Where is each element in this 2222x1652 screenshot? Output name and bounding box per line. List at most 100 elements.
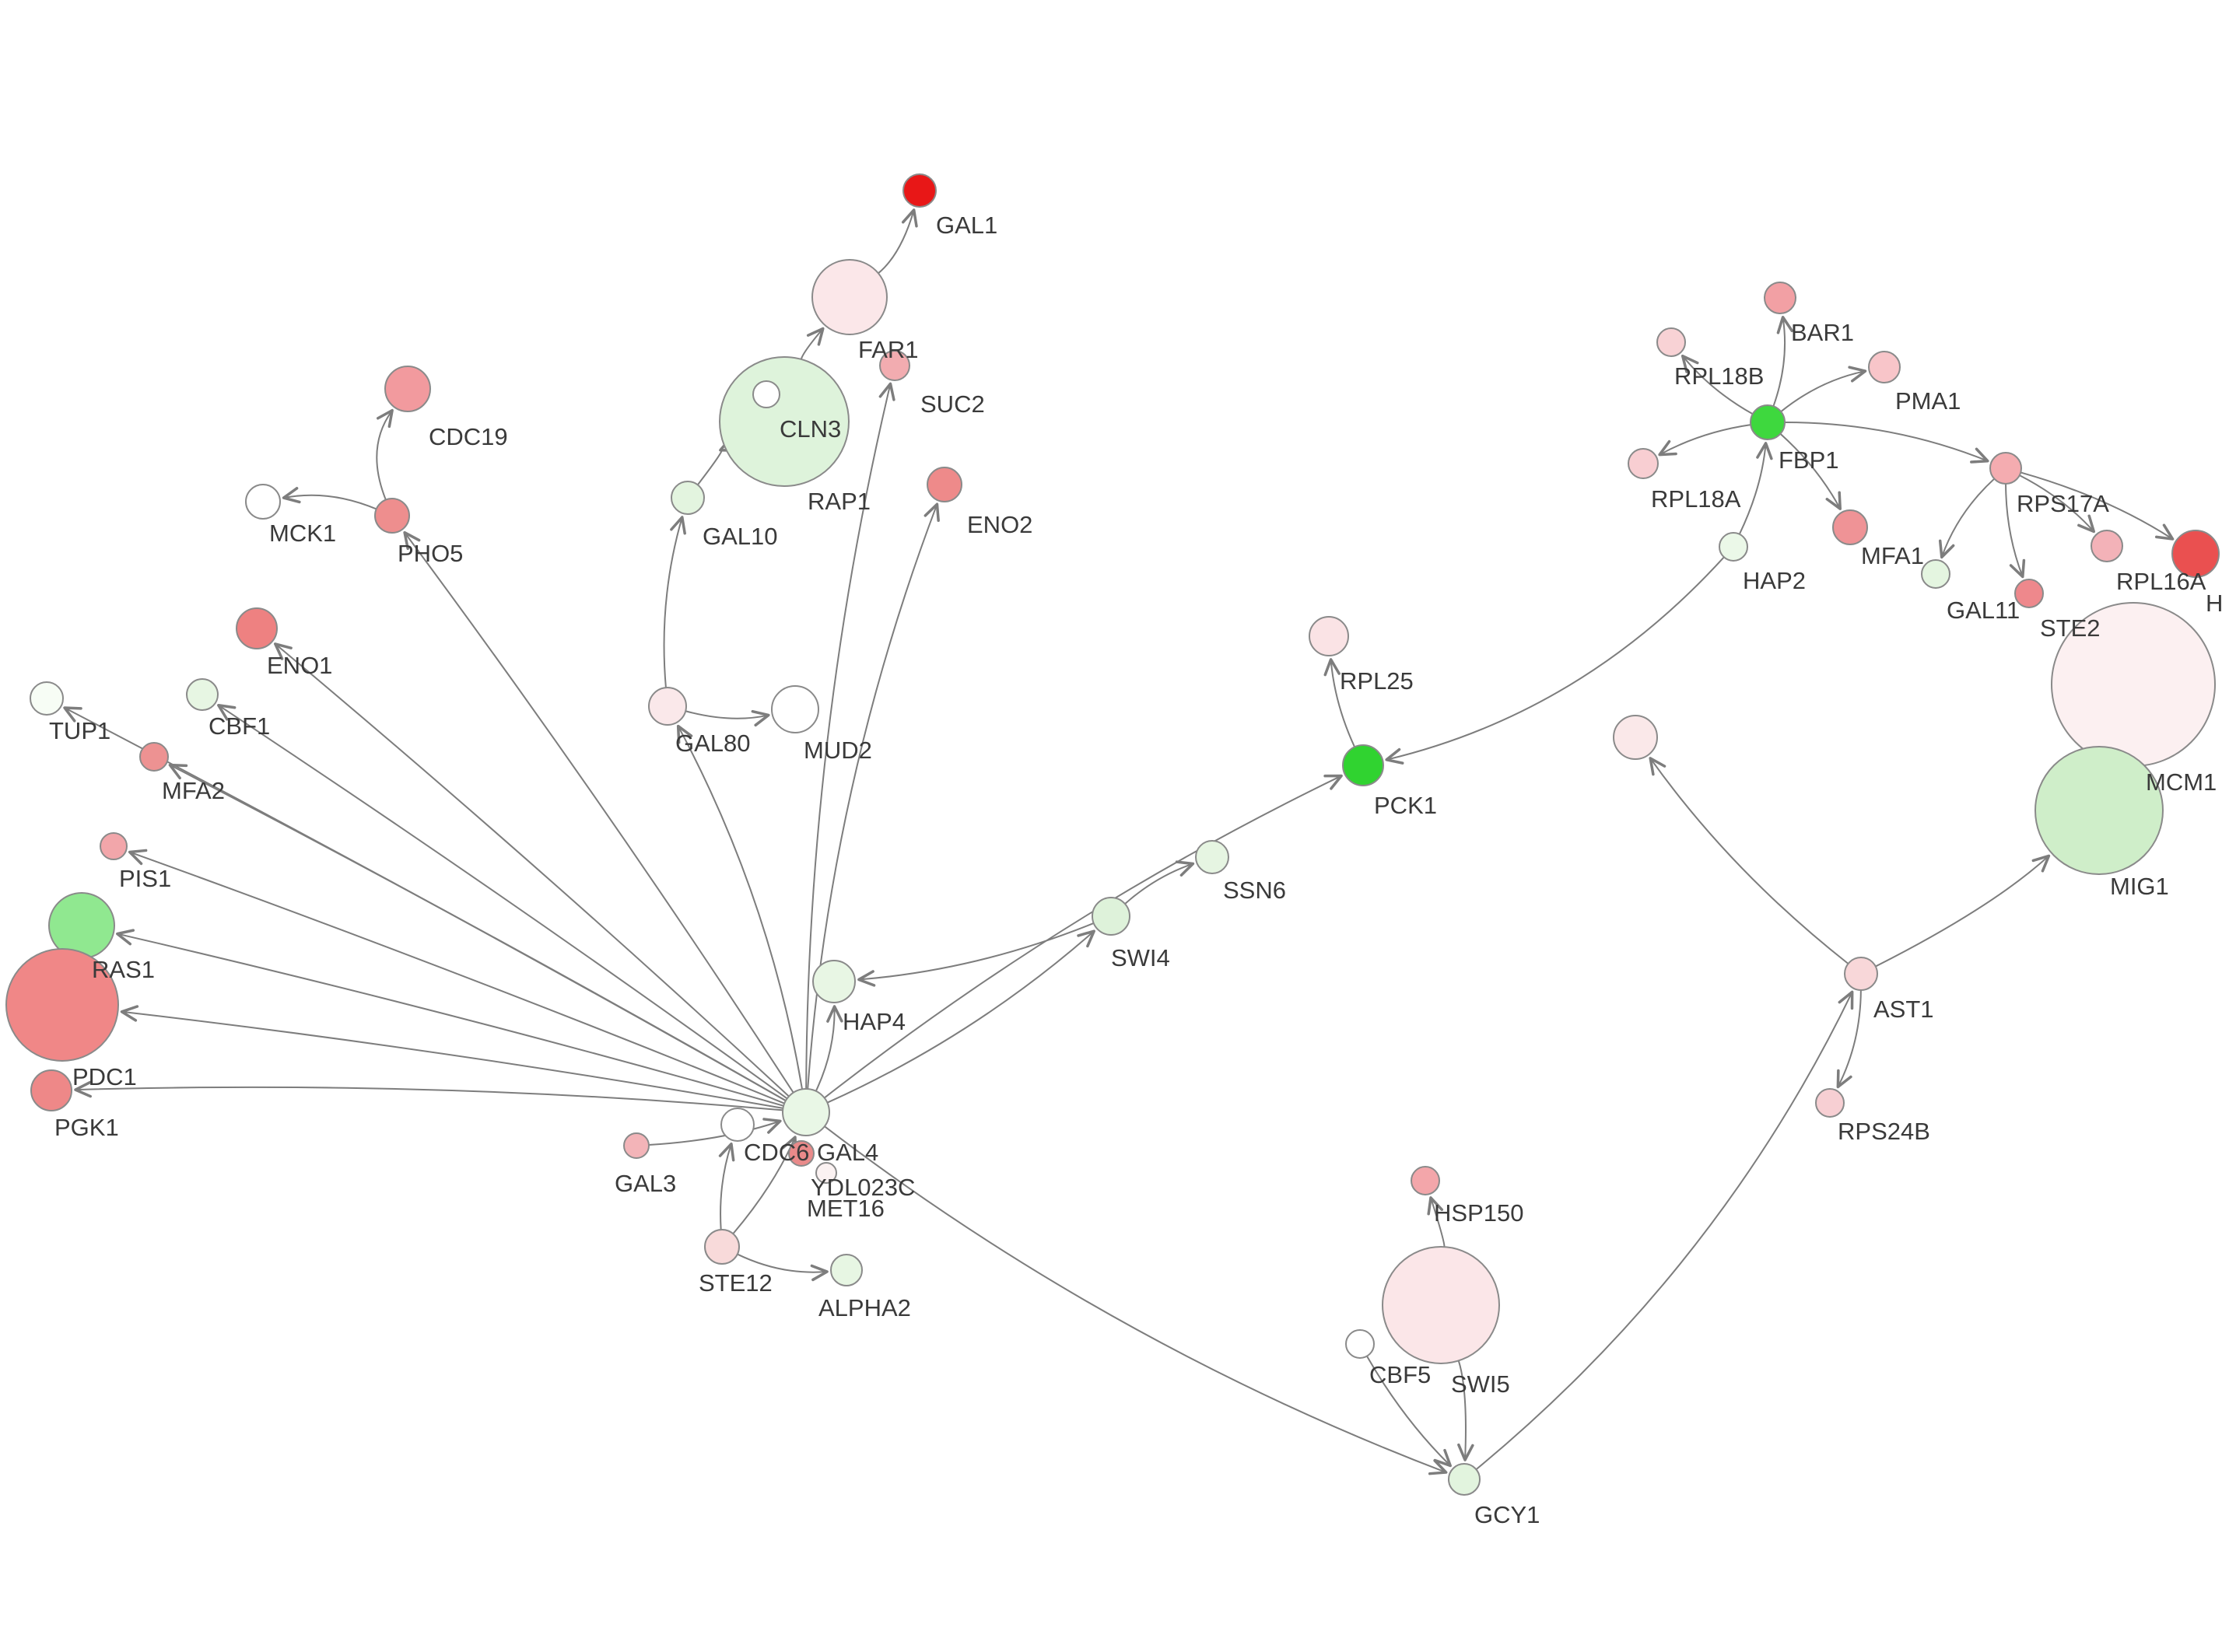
node-label-cdc19: CDC19 [429, 423, 508, 450]
edge-gal4-pis1[interactable] [128, 849, 785, 1104]
node-ste2[interactable] [2014, 579, 2044, 608]
node-tup1[interactable] [30, 681, 64, 716]
edge-gal4-mfa2[interactable] [168, 763, 787, 1101]
node-rap1[interactable] [752, 380, 780, 408]
edge-fbp1-rps17a[interactable] [1784, 422, 1989, 464]
node-suc2[interactable] [879, 350, 910, 381]
node-cdc19[interactable] [384, 366, 431, 412]
node-met16[interactable] [815, 1162, 837, 1184]
node-far1[interactable] [811, 259, 888, 335]
node-gal4[interactable] [782, 1088, 830, 1136]
edge-gal80-mud2[interactable] [685, 709, 770, 727]
edge-rps17a-ste2[interactable] [2005, 483, 2026, 579]
edge-fbp1-mfa1[interactable] [1779, 432, 1842, 510]
node-rpl25[interactable] [1309, 616, 1349, 656]
edge-hap2-pck1[interactable] [1385, 556, 1725, 765]
edge-gal3-gal4[interactable] [648, 1118, 782, 1146]
edge-ast1-rps24b[interactable] [1836, 989, 1862, 1089]
edge-swi5-hsp150[interactable] [1427, 1196, 1446, 1248]
node-his4[interactable] [2171, 530, 2220, 578]
edge-gal4-pgk1[interactable] [74, 1080, 783, 1111]
edge-gal4-ras1[interactable] [116, 929, 784, 1107]
node-bar1[interactable] [1764, 282, 1796, 314]
edge-rps17a-rpl16a[interactable] [2019, 474, 2096, 534]
edge-far1-gal1[interactable] [878, 208, 918, 275]
node-cbf5[interactable] [1345, 1329, 1375, 1359]
edge-gal4-eno1[interactable] [274, 642, 790, 1097]
edge-gal4-swi4[interactable] [826, 929, 1095, 1104]
node-pma1[interactable] [1868, 351, 1901, 383]
node-cbf1[interactable] [186, 678, 219, 711]
node-unlabeled[interactable] [1613, 715, 1658, 760]
edge-ste12-cdc6[interactable] [718, 1142, 735, 1230]
node-mfa1[interactable] [1832, 509, 1868, 545]
edge-gcy1-ast1[interactable] [1475, 990, 1854, 1471]
edge-ast1-mig1[interactable] [1875, 854, 2051, 968]
node-label-pdc1: PDC1 [72, 1063, 137, 1090]
node-ste12[interactable] [704, 1229, 740, 1265]
node-rpl18a[interactable] [1628, 448, 1659, 479]
edge-gal4-suc2[interactable] [805, 382, 895, 1090]
node-eno2[interactable] [927, 467, 962, 502]
node-alpha2[interactable] [830, 1254, 863, 1286]
edge-gal4-hap4[interactable] [815, 1005, 843, 1092]
node-swi4[interactable] [1092, 897, 1130, 936]
node-hap2[interactable] [1719, 532, 1748, 562]
node-cdc6[interactable] [720, 1108, 755, 1142]
edge-ast1-unlabeled[interactable] [1649, 757, 1849, 964]
edge-swi4-hap4[interactable] [857, 922, 1095, 987]
node-pis1[interactable] [100, 832, 128, 860]
edge-gal4-pdc1[interactable] [120, 1005, 783, 1109]
node-rps17a[interactable] [1989, 452, 2022, 485]
node-rps24b[interactable] [1815, 1088, 1845, 1118]
node-mig1[interactable] [2034, 746, 2164, 875]
edge-rps17a-his4[interactable] [2020, 471, 2175, 541]
edge-cln3-far1[interactable] [800, 327, 825, 360]
edge-gal4-eno2[interactable] [807, 502, 940, 1090]
node-ast1[interactable] [1844, 957, 1878, 991]
edge-hap2-fbp1[interactable] [1738, 442, 1773, 535]
edge-fbp1-pma1[interactable] [1780, 366, 1867, 412]
edge-rps17a-gal11[interactable] [1938, 478, 1995, 559]
edge-pho5-mck1[interactable] [282, 487, 377, 510]
node-cln3[interactable] [719, 356, 850, 487]
edge-fbp1-rpl18b[interactable] [1681, 354, 1754, 415]
node-hap4[interactable] [812, 960, 856, 1003]
node-swi5[interactable] [1382, 1246, 1500, 1364]
node-ydl023c[interactable] [788, 1140, 815, 1167]
edge-fbp1-rpl18a[interactable] [1658, 424, 1751, 457]
edge-gal4-cbf1[interactable] [217, 704, 788, 1100]
node-gal10[interactable] [671, 481, 705, 515]
node-gal80[interactable] [648, 687, 687, 726]
edge-gal10-cln3[interactable] [696, 436, 738, 485]
node-mck1[interactable] [245, 484, 281, 520]
edge-pck1-rpl25[interactable] [1323, 658, 1356, 747]
node-rpl16a[interactable] [2091, 530, 2123, 562]
edge-swi4-ssn6[interactable] [1124, 860, 1195, 905]
edge-cbf5-gcy1[interactable] [1366, 1356, 1452, 1468]
node-pdc1[interactable] [5, 948, 119, 1062]
node-mfa2[interactable] [139, 742, 169, 772]
node-pgk1[interactable] [30, 1069, 72, 1111]
edge-gal4-gal80[interactable] [676, 724, 804, 1090]
edge-gal80-gal10[interactable] [663, 516, 686, 688]
node-pho5[interactable] [374, 498, 410, 534]
edge-gal4-pho5[interactable] [403, 530, 794, 1094]
node-gal11[interactable] [1921, 559, 1950, 589]
edge-gal4-gcy1[interactable] [824, 1125, 1448, 1475]
node-pck1[interactable] [1342, 744, 1384, 786]
edge-fbp1-bar1[interactable] [1772, 315, 1793, 407]
node-gal3[interactable] [623, 1132, 650, 1159]
node-eno1[interactable] [236, 607, 278, 649]
node-ssn6[interactable] [1195, 840, 1229, 874]
node-mud2[interactable] [771, 685, 819, 733]
edge-pho5-cdc19[interactable] [376, 408, 394, 500]
node-rpl18b[interactable] [1656, 327, 1686, 357]
edge-gal4-pck1[interactable] [824, 774, 1343, 1099]
node-hsp150[interactable] [1411, 1166, 1440, 1195]
node-fbp1[interactable] [1750, 404, 1786, 440]
node-gcy1[interactable] [1448, 1463, 1481, 1496]
node-gal1[interactable] [902, 173, 937, 208]
edge-ste12-alpha2[interactable] [737, 1253, 829, 1282]
edge-swi5-gcy1[interactable] [1457, 1360, 1474, 1461]
